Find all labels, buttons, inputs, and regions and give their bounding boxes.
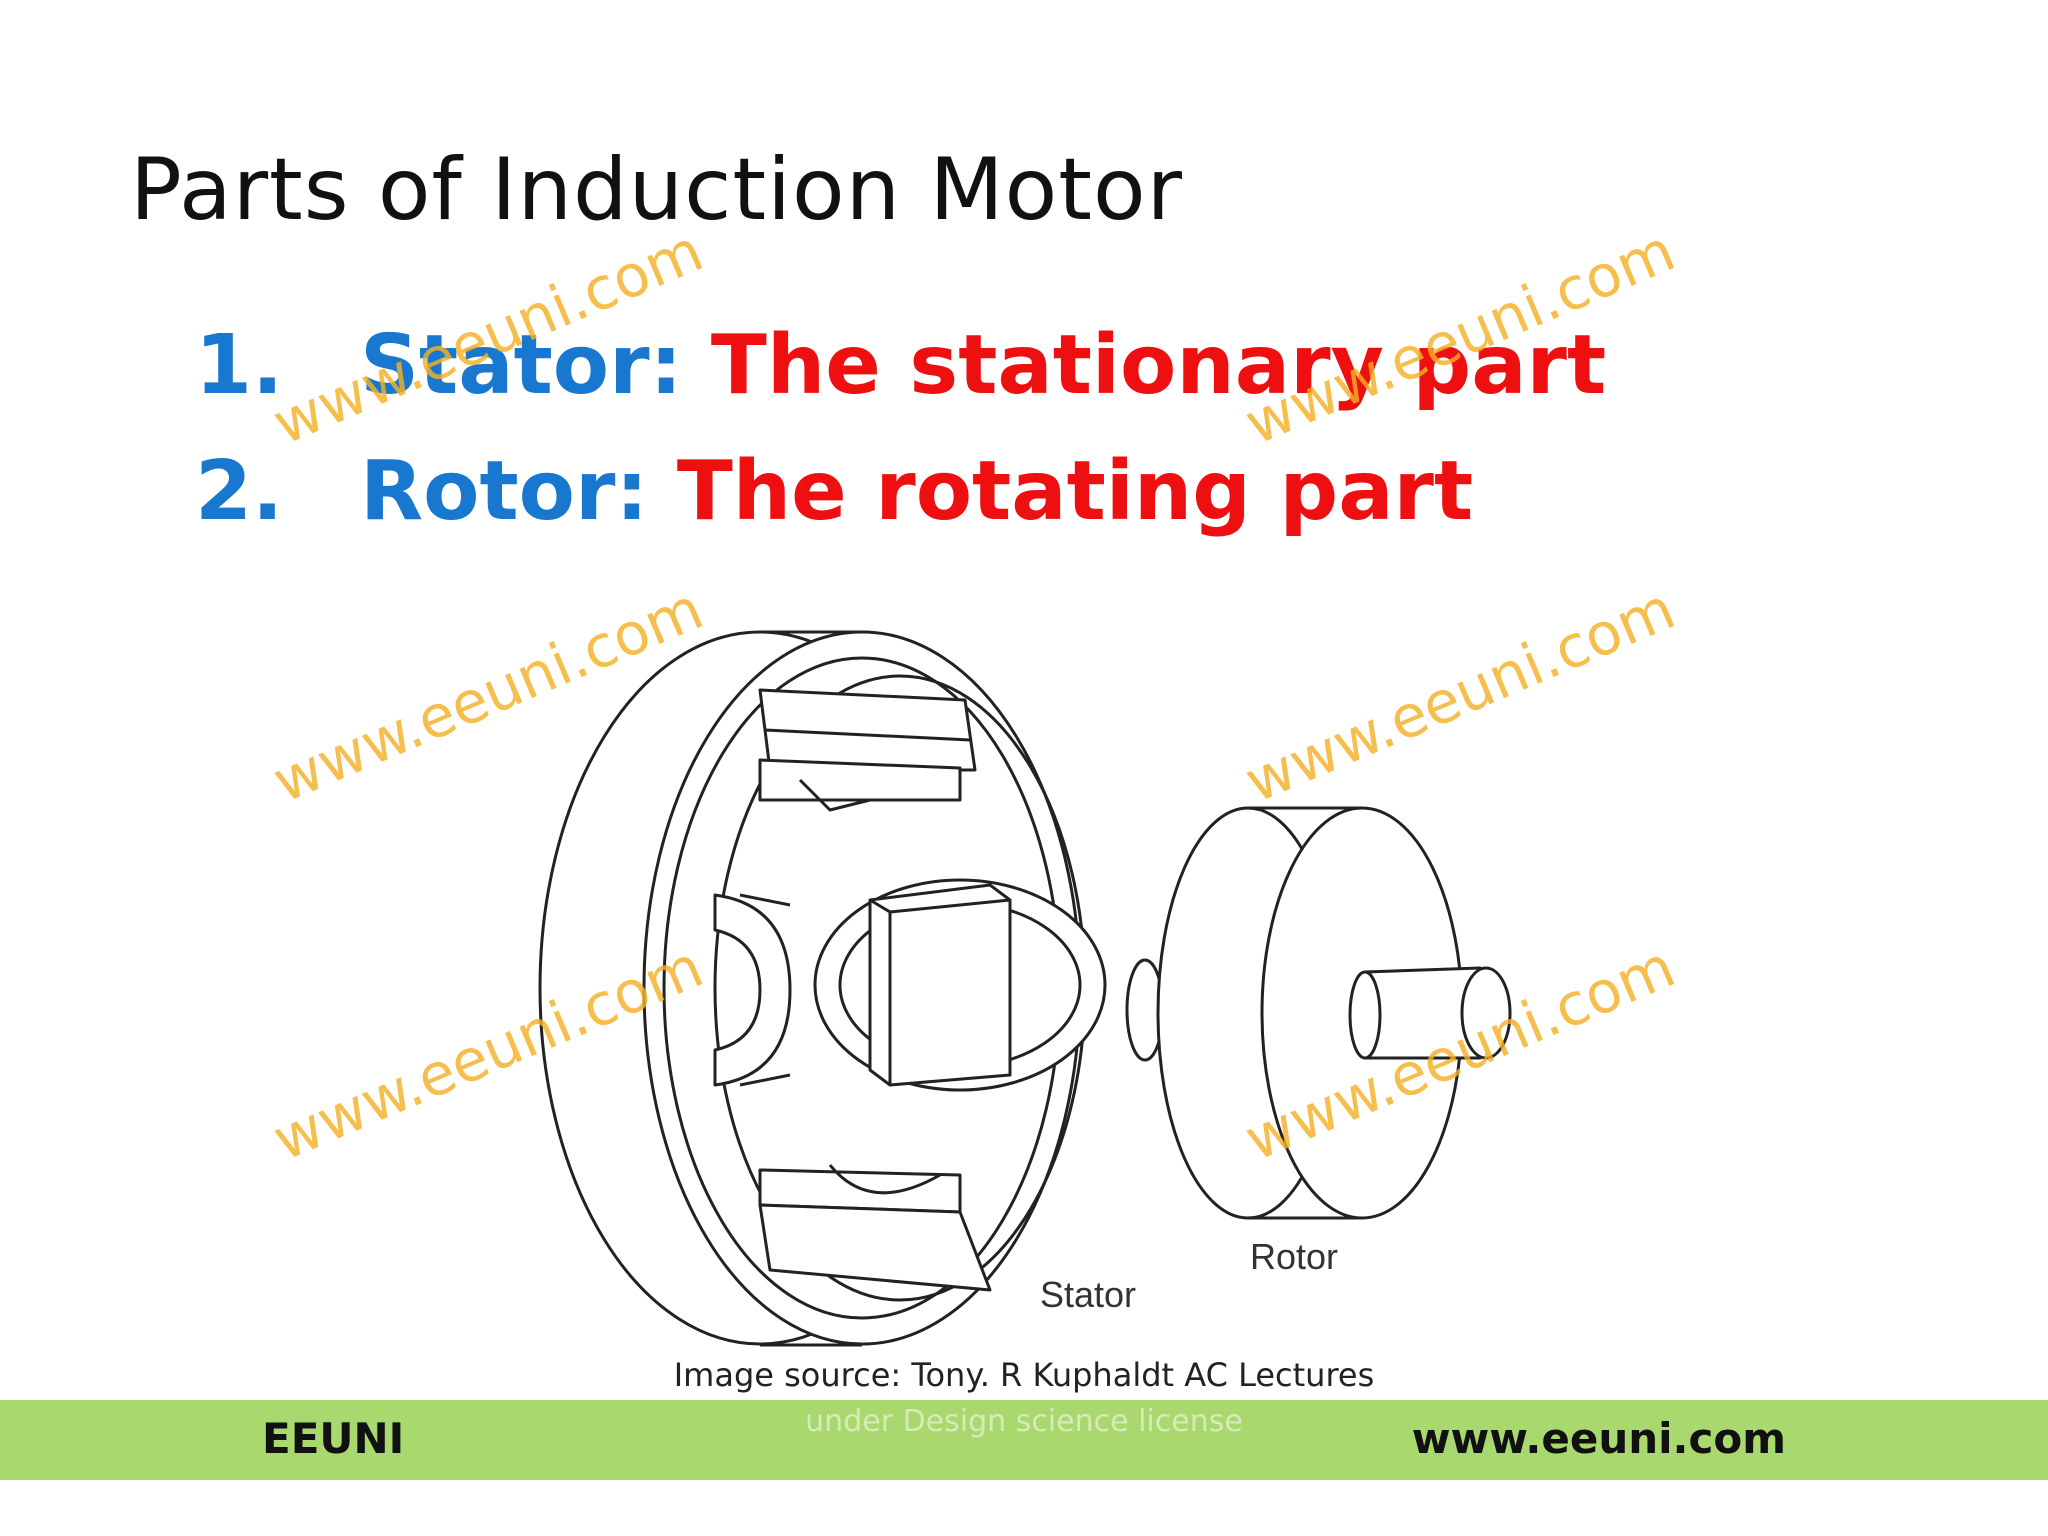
footer-bar: EEUNI under Design science license www.e… — [0, 1400, 2048, 1480]
stator-pole-bottom — [758, 1164, 992, 1292]
rotor-label: Rotor — [1250, 1236, 1339, 1277]
rotor-body — [1125, 806, 1464, 1220]
list-description: The stationary part — [710, 318, 1607, 413]
watermark: www.eeuni.com — [263, 932, 713, 1174]
list-number: 2. — [195, 444, 284, 539]
list-number: 1. — [195, 318, 284, 413]
list-term: Rotor: — [360, 444, 649, 539]
stator-pole-left — [713, 893, 792, 1087]
stator-center-core — [813, 878, 1107, 1092]
watermark: www.eeuni.com — [263, 574, 713, 816]
list-term: Stator: — [360, 318, 683, 413]
footer-website: www.eeuni.com — [1411, 1414, 1786, 1463]
stator-housing — [538, 630, 1087, 1347]
image-source-caption: Image source: Tony. R Kuphaldt AC Lectur… — [673, 1356, 1375, 1394]
list-item-rotor: 2. Rotor: The rotating part — [195, 444, 1473, 539]
stator-label: Stator — [1040, 1274, 1137, 1315]
footer-license: under Design science license — [805, 1404, 1243, 1439]
list-item-stator: 1. Stator: The stationary part — [195, 318, 1606, 413]
rotor-shaft — [1348, 966, 1512, 1060]
stator-pole-top — [758, 688, 977, 812]
watermark: www.eeuni.com — [1235, 932, 1685, 1174]
list-description: The rotating part — [676, 444, 1474, 539]
footer-brand: EEUNI — [262, 1414, 405, 1463]
slide-title: Parts of Induction Motor — [130, 140, 1183, 240]
watermark: www.eeuni.com — [1235, 574, 1685, 816]
